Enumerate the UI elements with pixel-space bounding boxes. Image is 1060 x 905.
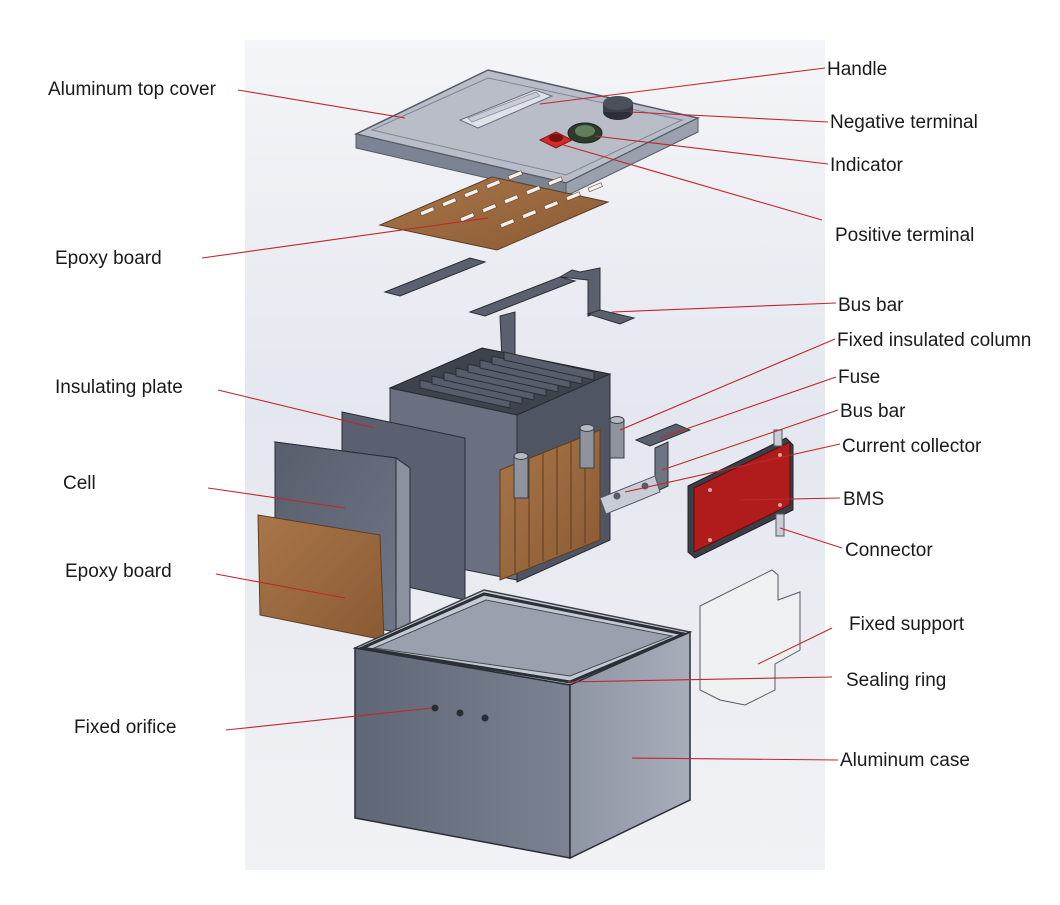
aluminum-top-cover xyxy=(353,69,701,197)
leader-bus-bar-side xyxy=(661,409,839,471)
positive-terminal xyxy=(538,131,574,149)
leader-cell xyxy=(207,487,346,509)
label-fixed-orifice: Fixed orifice xyxy=(74,717,177,738)
epoxy-slot xyxy=(503,194,519,205)
bms xyxy=(687,437,794,559)
epoxy-slot xyxy=(587,182,603,193)
epoxy-slot xyxy=(481,203,497,214)
cell-top-ridge xyxy=(503,351,595,381)
epoxy-board-top xyxy=(378,170,610,251)
label-fixed-insulated-column: Fixed insulated column xyxy=(837,330,1032,351)
negative-terminal xyxy=(603,96,633,120)
epoxy-slot xyxy=(485,179,501,190)
epoxy-slot xyxy=(459,212,475,223)
leader-sealing-ring xyxy=(567,676,833,683)
leader-bms xyxy=(739,497,841,501)
fuse xyxy=(634,423,692,447)
epoxy-slot xyxy=(419,206,435,217)
label-aluminum-top-cover: Aluminum top cover xyxy=(48,79,216,100)
fixed-orifice xyxy=(431,704,489,722)
label-cell: Cell xyxy=(63,473,96,494)
label-negative-terminal: Negative terminal xyxy=(830,112,978,133)
epoxy-slot xyxy=(507,170,523,181)
current-collector xyxy=(599,475,661,515)
label-bus-bar-top: Bus bar xyxy=(838,295,904,316)
epoxy-board-bottom xyxy=(257,514,385,641)
leader-current-collector xyxy=(624,443,841,493)
leader-fixed-insulated-column xyxy=(619,338,836,431)
label-indicator: Indicator xyxy=(830,155,903,176)
label-handle: Handle xyxy=(827,59,888,80)
leader-positive-terminal xyxy=(559,143,823,221)
label-aluminum-case: Aluminum case xyxy=(840,750,970,771)
leader-fixed-support xyxy=(757,627,833,665)
leader-indicator xyxy=(594,135,829,165)
epoxy-slot xyxy=(463,188,479,199)
leader-lines xyxy=(201,67,843,761)
label-positive-terminal: Positive terminal xyxy=(835,225,975,246)
label-fuse: Fuse xyxy=(838,367,881,388)
epoxy-slot xyxy=(565,191,581,202)
leader-aluminum-top-cover xyxy=(237,89,406,119)
leader-epoxy-board-bottom xyxy=(215,573,346,599)
epoxy-slot xyxy=(543,200,559,211)
epoxy-slot xyxy=(441,197,457,208)
leader-negative-terminal xyxy=(629,111,829,123)
leader-bus-bar-top xyxy=(611,302,837,313)
fixed-support xyxy=(699,569,801,706)
leader-connector xyxy=(779,527,843,549)
epoxy-slot xyxy=(525,185,541,196)
indicator xyxy=(567,122,603,144)
label-insulating-plate: Insulating plate xyxy=(55,377,183,398)
label-epoxy-board-top: Epoxy board xyxy=(55,248,162,269)
bus-bar-top xyxy=(383,257,636,361)
leader-aluminum-case xyxy=(631,757,839,761)
leader-epoxy-board-top xyxy=(201,217,489,259)
label-bus-bar-side: Bus bar xyxy=(840,401,906,422)
label-sealing-ring: Sealing ring xyxy=(846,670,947,691)
leader-fuse xyxy=(659,376,837,439)
sealing-ring xyxy=(356,592,690,684)
epoxy-slot xyxy=(547,176,563,187)
leader-insulating-plate xyxy=(217,389,376,429)
leader-handle xyxy=(539,67,826,105)
handle xyxy=(458,89,554,129)
epoxy-slot xyxy=(499,218,515,229)
leader-fixed-orifice xyxy=(225,707,433,731)
label-fixed-support: Fixed support xyxy=(849,614,965,635)
label-epoxy-board-bottom: Epoxy board xyxy=(65,561,172,582)
label-connector: Connector xyxy=(845,540,933,561)
epoxy-slot xyxy=(521,209,537,220)
label-bms: BMS xyxy=(843,489,885,510)
label-current-collector: Current collector xyxy=(842,436,982,457)
